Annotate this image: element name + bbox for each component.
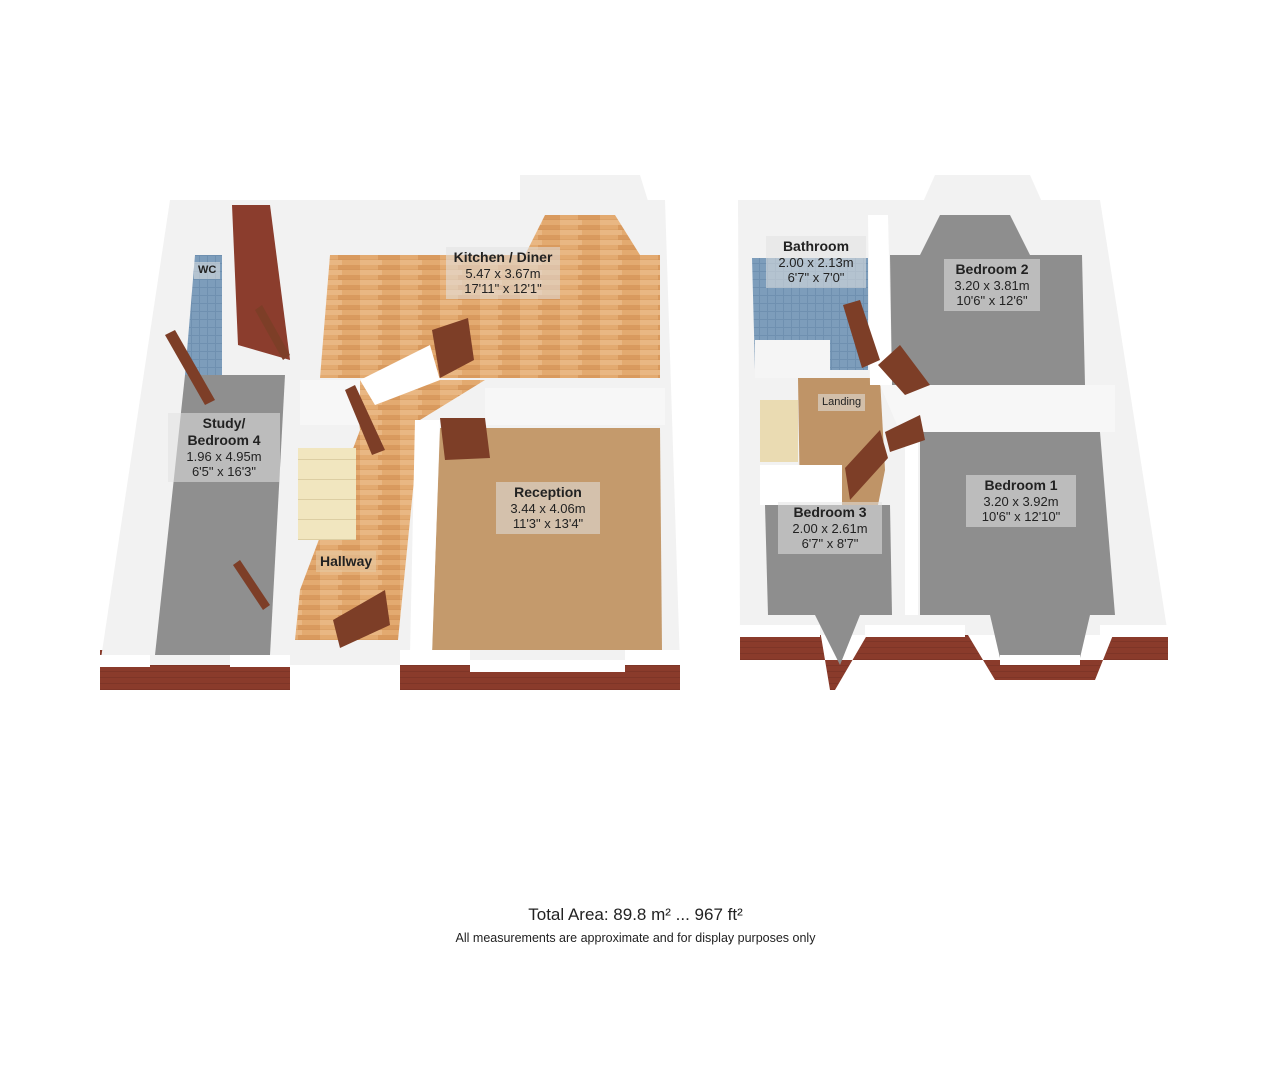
room-name-line2: Bedroom 4 xyxy=(187,431,261,448)
room-label-bedroom-2: Bedroom 2 3.20 x 3.81m 10'6" x 12'6" xyxy=(944,259,1040,311)
room-name: Reception xyxy=(514,484,582,500)
room-metric: 5.47 x 3.67m xyxy=(465,265,541,281)
room-label-wc: WC xyxy=(194,262,221,280)
room-imperial: 6'7" x 7'0" xyxy=(787,270,845,286)
room-metric: 3.20 x 3.81m xyxy=(954,277,1030,293)
room-metric: 1.96 x 4.95m xyxy=(186,448,262,464)
room-label-landing: Landing xyxy=(818,394,866,412)
room-imperial: 6'7" x 8'7" xyxy=(801,536,859,552)
room-label-reception: Reception 3.44 x 4.06m 11'3" x 13'4" xyxy=(496,482,600,534)
room-imperial: 6'5" x 16'3" xyxy=(191,464,257,480)
disclaimer: All measurements are approximate and for… xyxy=(455,931,816,945)
room-label-hallway: Hallway xyxy=(316,551,377,572)
room-metric: 2.00 x 2.61m xyxy=(792,520,868,536)
room-name: WC xyxy=(198,264,217,276)
hallway-floor xyxy=(295,380,485,640)
room-metric: 3.20 x 3.92m xyxy=(983,493,1059,509)
room-label-kitchen: Kitchen / Diner 5.47 x 3.67m 17'11" x 12… xyxy=(446,247,560,299)
total-area: Total Area: 89.8 m² ... 967 ft² xyxy=(528,905,743,924)
room-imperial: 11'3" x 13'4" xyxy=(512,516,584,532)
room-label-study: Study/ Bedroom 4 1.96 x 4.95m 6'5" x 16'… xyxy=(168,413,280,482)
stairs xyxy=(298,448,356,540)
room-name: Landing xyxy=(822,396,862,408)
room-label-bathroom: Bathroom 2.00 x 2.13m 6'7" x 7'0" xyxy=(766,236,866,288)
room-imperial: 17'11" x 12'1" xyxy=(464,281,542,297)
room-name: Bedroom 1 xyxy=(984,477,1058,493)
room-imperial: 10'6" x 12'10" xyxy=(981,509,1061,525)
room-name: Bedroom 3 xyxy=(793,504,867,520)
room-name: Bathroom xyxy=(782,238,850,254)
room-name: Study/ xyxy=(202,415,246,431)
room-metric: 3.44 x 4.06m xyxy=(510,500,586,516)
room-name: Bedroom 2 xyxy=(955,261,1029,277)
room-metric: 2.00 x 2.13m xyxy=(778,254,854,270)
room-name: Hallway xyxy=(320,553,373,569)
room-name: Kitchen / Diner xyxy=(453,249,553,265)
wc-floor xyxy=(185,255,222,375)
kitchen-floor xyxy=(320,255,660,378)
room-imperial: 10'6" x 12'6" xyxy=(956,293,1028,309)
room-label-bedroom-1: Bedroom 1 3.20 x 3.92m 10'6" x 12'10" xyxy=(966,475,1076,527)
reception-floor xyxy=(432,428,662,650)
room-label-bedroom-3: Bedroom 3 2.00 x 2.61m 6'7" x 8'7" xyxy=(778,502,882,554)
